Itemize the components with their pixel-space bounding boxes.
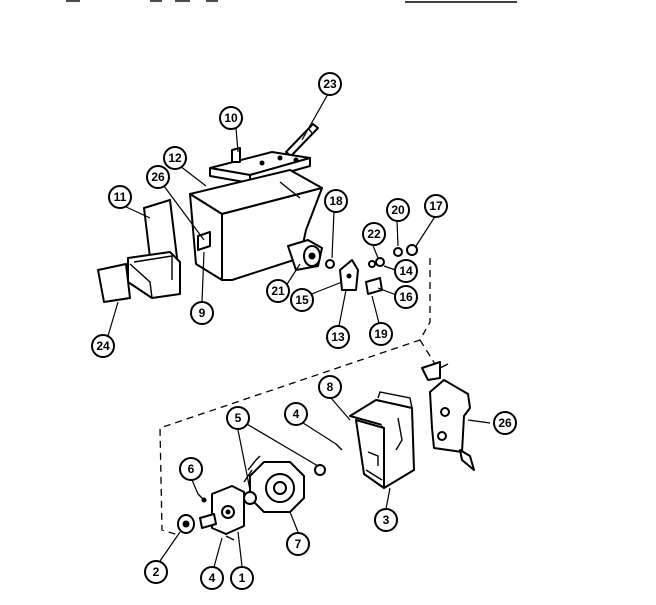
callout-13: 13	[326, 325, 350, 349]
callout-10: 10	[219, 106, 243, 130]
svg-text:19: 19	[374, 327, 388, 341]
callout-20: 20	[386, 198, 410, 222]
svg-text:26: 26	[498, 416, 512, 430]
callout-11: 11	[108, 185, 132, 209]
small-hardware	[325, 244, 418, 295]
svg-text:8: 8	[327, 380, 334, 394]
svg-text:4: 4	[293, 407, 300, 421]
svg-text:12: 12	[168, 151, 182, 165]
svg-text:17: 17	[429, 199, 443, 213]
svg-text:1: 1	[239, 571, 246, 585]
screws	[197, 443, 343, 541]
callout-7: 7	[286, 532, 310, 556]
svg-text:23: 23	[323, 77, 337, 91]
svg-text:6: 6	[188, 462, 195, 476]
callout-18: 18	[324, 189, 348, 213]
callout-21: 21	[266, 279, 290, 303]
svg-text:14: 14	[399, 264, 413, 278]
callout-23: 23	[318, 72, 342, 96]
svg-text:21: 21	[271, 284, 285, 298]
svg-text:24: 24	[96, 339, 110, 353]
callout-24: 24	[91, 334, 115, 358]
svg-text:22: 22	[367, 227, 381, 241]
svg-text:4: 4	[209, 571, 216, 585]
svg-text:9: 9	[199, 306, 206, 320]
header-crop-marks	[66, 0, 517, 3]
part-1-plate	[199, 485, 245, 535]
part-7-motor	[243, 455, 305, 513]
part-26-bracket	[421, 361, 475, 471]
assembly-guide-lines	[159, 258, 441, 536]
svg-text:3: 3	[383, 513, 390, 527]
svg-text:16: 16	[399, 290, 413, 304]
callout-1: 1	[230, 566, 254, 590]
callout-26: 26	[146, 165, 170, 189]
svg-text:7: 7	[295, 537, 302, 551]
callout-17: 17	[424, 194, 448, 218]
callout-14: 14	[394, 259, 418, 283]
callout-3: 3	[374, 508, 398, 532]
part-3-housing	[349, 391, 415, 489]
callout-5: 5	[226, 406, 250, 430]
callout-15: 15	[290, 288, 314, 312]
svg-text:10: 10	[224, 111, 238, 125]
callout-8: 8	[318, 375, 342, 399]
part-11-container	[97, 199, 181, 303]
svg-text:2: 2	[153, 565, 160, 579]
callout-9: 9	[190, 301, 214, 325]
callout-19: 19	[369, 322, 393, 346]
callout-16: 16	[394, 285, 418, 309]
svg-text:11: 11	[114, 190, 127, 204]
svg-text:13: 13	[331, 330, 345, 344]
part-10-cover	[209, 147, 311, 184]
callout-4-lower: 4	[200, 566, 224, 590]
callout-26-lower: 26	[493, 411, 517, 435]
part-2-knob	[177, 514, 195, 534]
svg-text:26: 26	[151, 170, 165, 184]
callout-4-upper: 4	[284, 402, 308, 426]
part-21-drive	[287, 239, 323, 271]
svg-text:18: 18	[329, 194, 343, 208]
svg-text:5: 5	[235, 411, 242, 425]
callout-6: 6	[179, 457, 203, 481]
callout-12: 12	[163, 146, 187, 170]
callout-22: 22	[362, 222, 386, 246]
callout-2: 2	[144, 560, 168, 584]
svg-text:20: 20	[391, 203, 405, 217]
svg-text:15: 15	[295, 293, 309, 307]
